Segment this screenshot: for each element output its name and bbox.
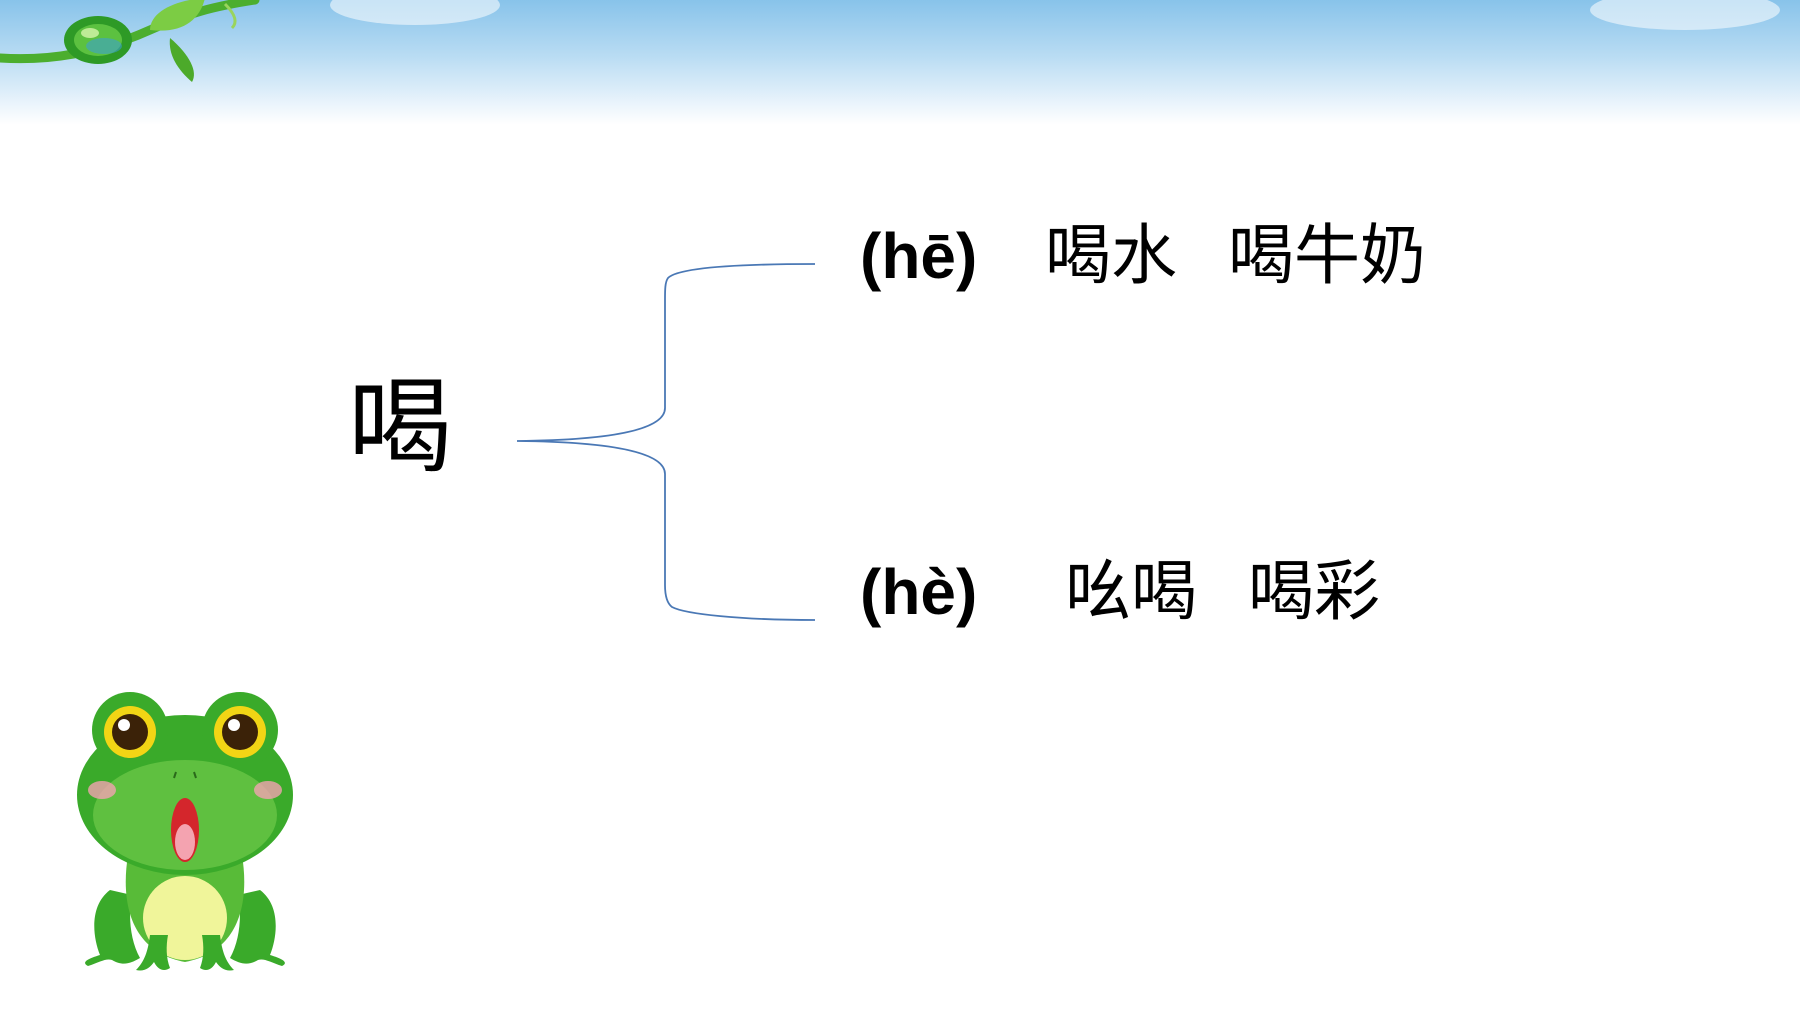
example-word: 喝水: [1045, 217, 1177, 294]
vine-leaf-icon: [0, 0, 260, 82]
pinyin-label: (hè): [860, 556, 978, 628]
example-word: 喝彩: [1248, 553, 1380, 630]
main-character: 喝: [347, 366, 452, 488]
example-word: 吆喝: [1065, 553, 1197, 630]
pinyin-label: (hē): [860, 220, 978, 292]
frog-icon: [77, 692, 293, 971]
sky-header-background: [0, 0, 1800, 125]
example-word: 喝牛奶: [1228, 217, 1426, 294]
